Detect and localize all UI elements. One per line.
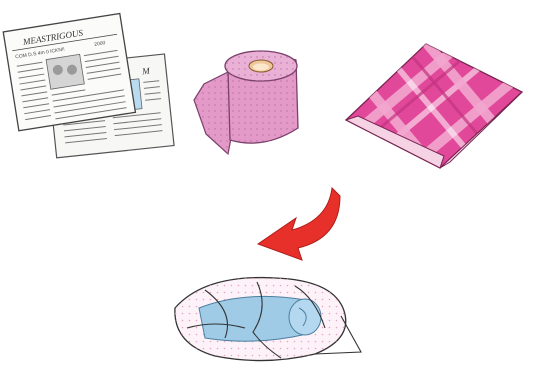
wrapped-bundle-icon (165, 268, 365, 367)
newspaper-icon: M MEASTRIGOUS COM D.S 4m 0 ICKN!! 2000 (0, 0, 180, 165)
newspaper-back-label: M (141, 66, 151, 77)
paper-towel-roll-icon (188, 42, 318, 157)
red-arrow-icon (236, 180, 346, 266)
plaid-cloth-bag-icon (340, 40, 530, 172)
